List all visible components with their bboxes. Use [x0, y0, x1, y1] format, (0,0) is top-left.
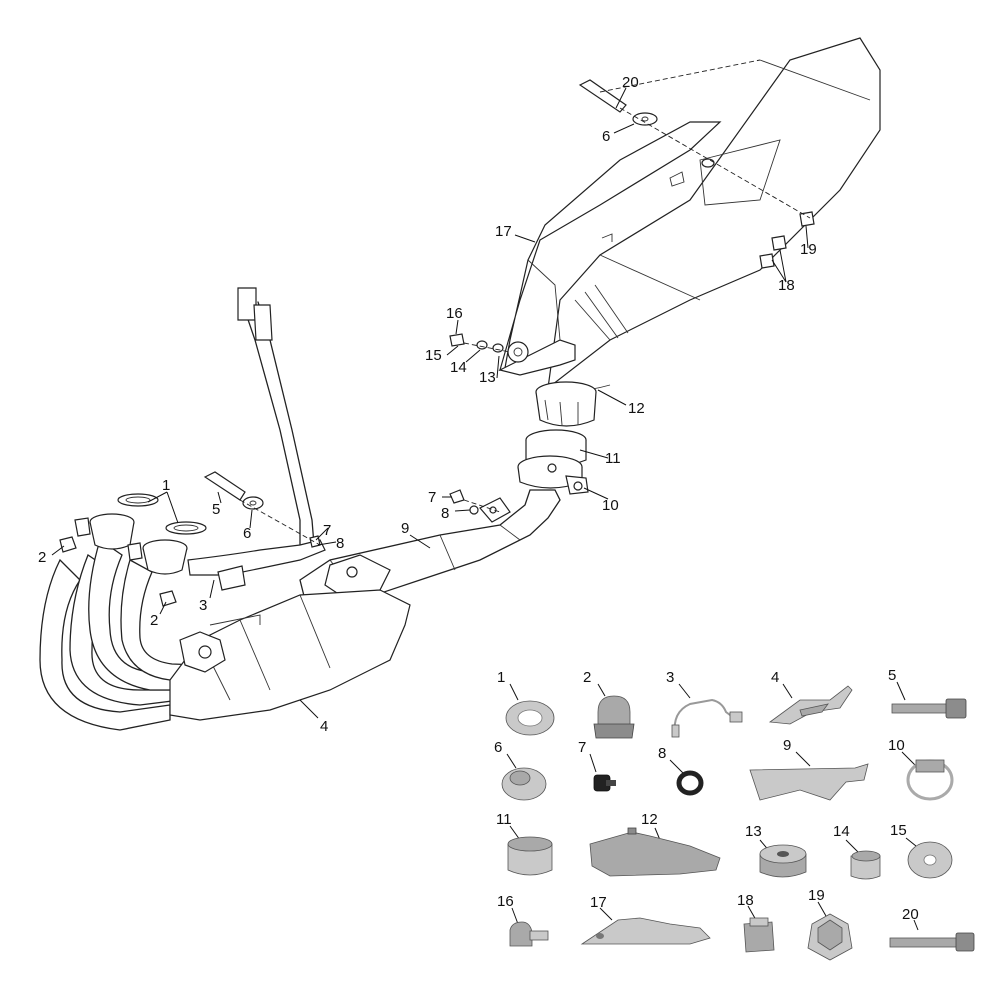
legend-label-2: 2	[583, 669, 591, 686]
legend-label-12: 12	[641, 811, 658, 828]
legend-label-8: 8	[658, 745, 666, 762]
legend-item-20: 20	[889, 906, 975, 952]
muffler-joint	[517, 381, 597, 495]
callout-5: 5	[212, 501, 220, 518]
legend-label-15: 15	[890, 822, 907, 839]
hardware-parts	[59, 79, 815, 607]
callout-18: 18	[778, 277, 795, 294]
callout-16: 16	[446, 305, 463, 322]
callout-7: 7	[428, 489, 436, 506]
legend-item-6: 6	[494, 739, 547, 801]
legend-item-19: 19	[807, 887, 853, 961]
legend-label-16: 16	[497, 893, 514, 910]
legend-label-20: 20	[902, 906, 919, 923]
legend-item-15: 15	[890, 822, 953, 879]
legend-item-8: 8	[658, 745, 704, 796]
callout-13: 13	[479, 369, 496, 386]
muffler-silencer	[547, 37, 881, 392]
callout-leaders	[51, 87, 809, 719]
legend-label-5: 5	[888, 667, 896, 684]
legend-label-11: 11	[496, 811, 512, 828]
callout-6: 6	[602, 128, 610, 145]
callout-10: 10	[602, 497, 619, 514]
catalyst-body	[169, 589, 411, 721]
legend-item-18: 18	[737, 892, 775, 953]
legend-item-3: 3	[666, 669, 743, 738]
callout-4: 4	[320, 718, 328, 735]
assembly-lines	[239, 59, 811, 546]
callout-8: 8	[441, 505, 449, 522]
callout-19: 19	[800, 241, 817, 258]
callout-8: 8	[336, 535, 344, 552]
legend-item-2: 2	[583, 669, 635, 739]
callout-9: 9	[401, 520, 409, 537]
callout-1: 1	[162, 477, 170, 494]
legend-item-16: 16	[497, 893, 549, 947]
callout-15: 15	[425, 347, 442, 364]
main-assembly: 1 2 2 3 4 5 6 6 7 7 8 8 9 10 11 12 13 14…	[38, 37, 881, 735]
legend-item-11: 11	[496, 811, 553, 876]
legend-item-12: 12	[589, 811, 721, 877]
legend-label-1: 1	[497, 669, 505, 686]
heat-guard-bracket	[498, 121, 722, 376]
callout-17: 17	[495, 223, 512, 240]
legend-item-5: 5	[888, 667, 967, 719]
legend-label-17: 17	[590, 894, 607, 911]
legend-label-3: 3	[666, 669, 674, 686]
callout-7: 7	[323, 522, 331, 539]
callout-6: 6	[243, 525, 251, 542]
legend-label-7: 7	[578, 739, 586, 756]
callout-11: 11	[605, 450, 621, 467]
legend-item-7: 7	[578, 739, 616, 792]
legend-label-18: 18	[737, 892, 754, 909]
callout-labels: 1 2 2 3 4 5 6 6 7 7 8 8 9 10 11 12 13 14…	[38, 74, 817, 735]
legend-label-4: 4	[771, 669, 779, 686]
callout-20: 20	[622, 74, 639, 91]
callout-2: 2	[150, 612, 158, 629]
o2-sensor-cable	[187, 287, 326, 591]
legend-label-19: 19	[808, 887, 825, 904]
legend-item-14: 14	[833, 823, 881, 880]
legend-label-6: 6	[494, 739, 502, 756]
legend-item-1: 1	[497, 669, 555, 736]
callout-14: 14	[450, 359, 467, 376]
legend-item-17: 17	[580, 894, 711, 945]
legend-label-14: 14	[833, 823, 850, 840]
legend-label-9: 9	[783, 737, 791, 754]
legend-label-13: 13	[745, 823, 762, 840]
legend-item-10: 10	[888, 737, 954, 801]
header-pipes	[39, 513, 201, 731]
callout-12: 12	[628, 400, 645, 417]
legend-item-9: 9	[749, 737, 869, 801]
callout-2: 2	[38, 549, 46, 566]
legend-label-10: 10	[888, 737, 905, 754]
callout-3: 3	[199, 597, 207, 614]
legend-item-4: 4	[768, 669, 853, 725]
legend-item-13: 13	[745, 823, 807, 878]
parts-legend: 1 2 3 4 5	[494, 667, 975, 961]
